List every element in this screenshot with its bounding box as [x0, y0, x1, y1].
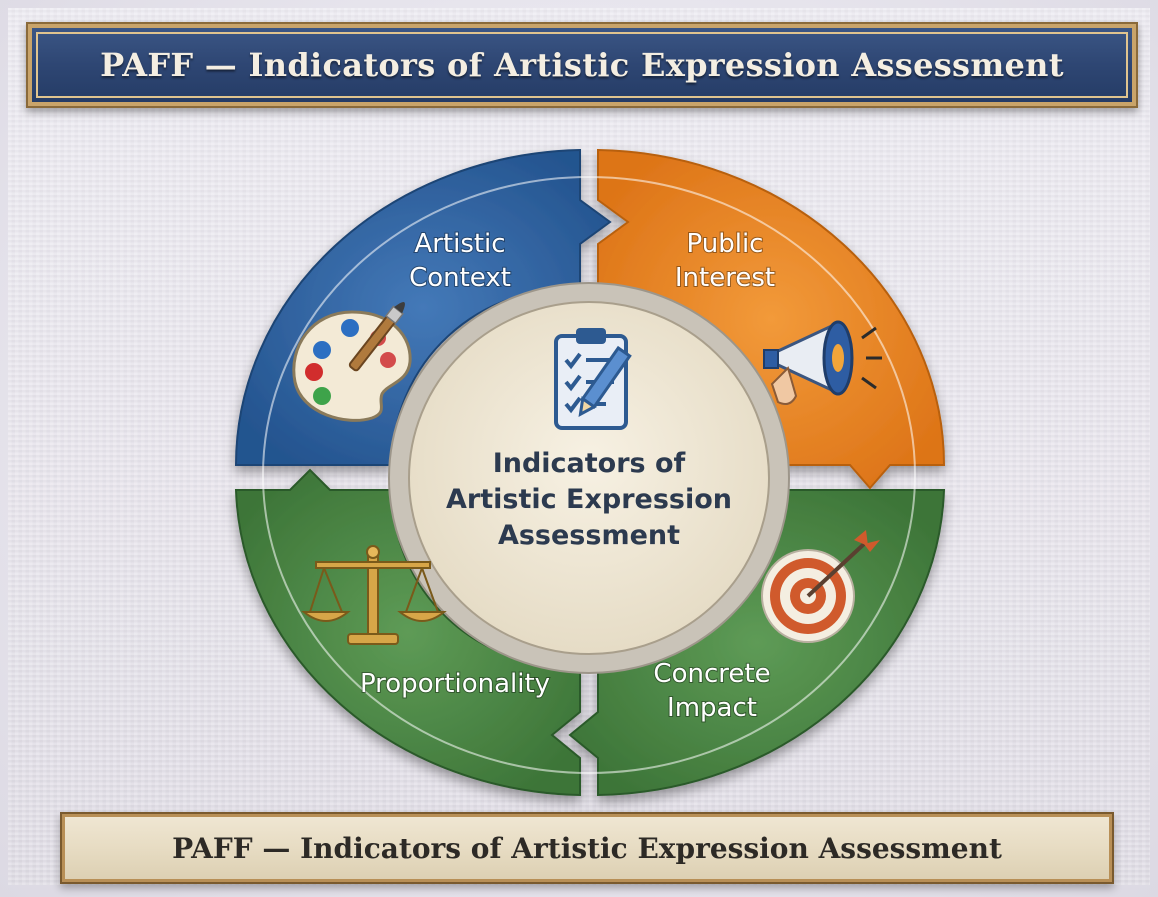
hub-title-line-1: Indicators of	[493, 448, 686, 479]
palette-icon	[292, 301, 412, 422]
decorative-ring	[262, 176, 916, 774]
target-icon	[761, 530, 880, 643]
concrete-impact-label-line-1: Concrete	[653, 659, 770, 689]
footer-banner: PAFF — Indicators of Artistic Expression…	[60, 812, 1114, 884]
public-interest-label-line-1: Public	[687, 229, 764, 259]
proportionality-label: Proportionality	[360, 669, 550, 699]
public-interest-label-line-2: Interest	[675, 263, 775, 293]
hub-title-line-3: Assessment	[498, 520, 680, 551]
artistic-context-label-line-1: Artistic	[414, 229, 505, 259]
clipboard-checklist-icon	[554, 328, 632, 430]
concrete-impact-label-line-2: Impact	[667, 693, 757, 723]
megaphone-icon	[763, 320, 882, 405]
scales-icon	[301, 545, 447, 645]
artistic-context-label-line-2: Context	[409, 263, 511, 293]
hub	[408, 301, 770, 655]
footer-title: PAFF — Indicators of Artistic Expression…	[172, 831, 1002, 865]
hub-title-line-2: Artistic Expression	[446, 484, 732, 515]
header-banner: PAFF — Indicators of Artistic Expression…	[26, 22, 1138, 108]
header-title: PAFF — Indicators of Artistic Expression…	[100, 46, 1064, 84]
